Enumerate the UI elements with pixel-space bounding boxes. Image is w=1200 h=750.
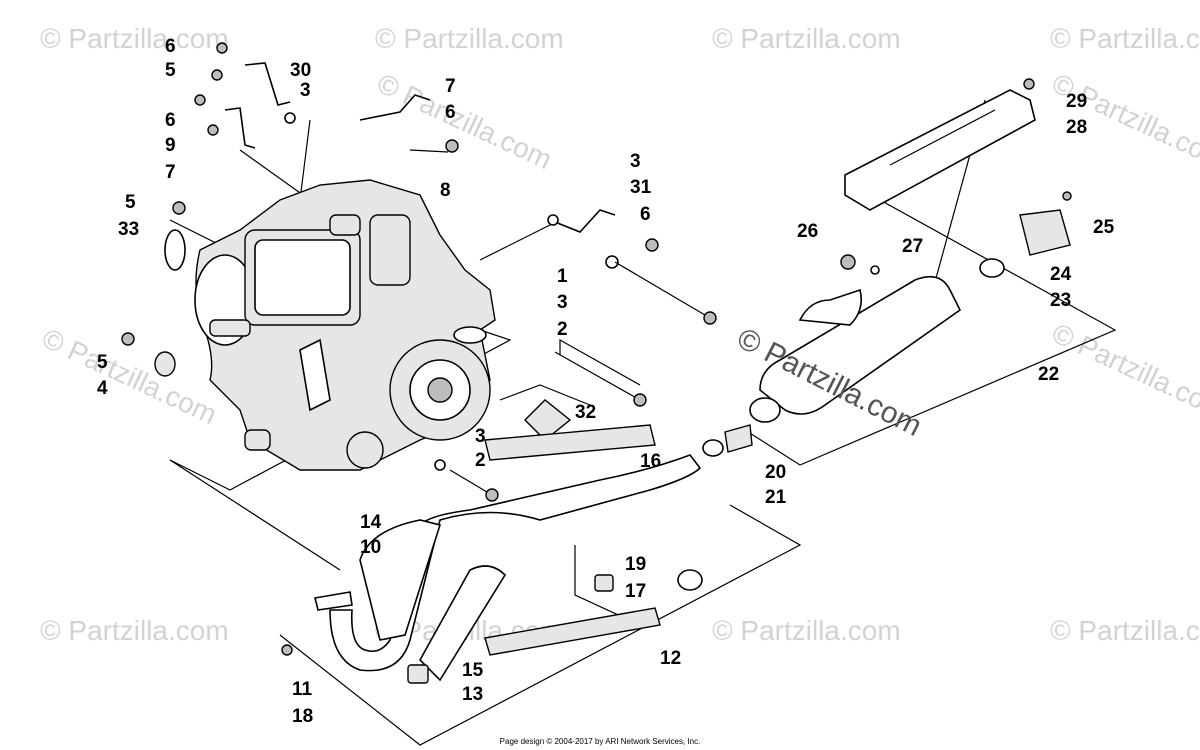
callout-23: 23 <box>1050 290 1071 311</box>
callout-16: 16 <box>640 451 661 472</box>
callout-8: 8 <box>440 180 451 201</box>
callout-3: 3 <box>300 80 311 101</box>
callout-26: 26 <box>797 221 818 242</box>
callout-6: 6 <box>445 102 456 123</box>
watermark: © Partzilla.com <box>712 23 901 54</box>
callout-3: 3 <box>630 151 641 172</box>
watermark: © Partzilla.com <box>1047 317 1200 425</box>
callout-6: 6 <box>165 110 176 131</box>
callout-7: 7 <box>165 162 176 183</box>
callout-6: 6 <box>165 36 176 57</box>
callout-14: 14 <box>360 512 382 533</box>
bracket-group <box>121 42 717 502</box>
callout-33: 33 <box>118 219 139 240</box>
callout-13: 13 <box>462 684 483 705</box>
callout-30: 30 <box>290 60 311 81</box>
callout-17: 17 <box>625 581 646 602</box>
engine-assembly <box>194 179 496 471</box>
callout-labels: 6 5 30 3 7 6 6 9 7 8 5 33 3 31 6 1 3 2 5… <box>97 36 1115 727</box>
muffler-assembly <box>749 78 1072 423</box>
callout-5: 5 <box>97 352 108 373</box>
callout-2: 2 <box>475 450 486 471</box>
callout-5: 5 <box>165 60 176 81</box>
callout-28: 28 <box>1066 117 1087 138</box>
watermark: © Partzilla.com <box>375 23 564 54</box>
callout-29: 29 <box>1066 91 1087 112</box>
watermark: © Partzilla.com <box>372 67 556 175</box>
watermark: © Partzilla.com <box>712 615 901 646</box>
callout-20: 20 <box>765 462 786 483</box>
callout-24: 24 <box>1050 264 1072 285</box>
callout-4: 4 <box>97 378 108 399</box>
callout-2: 2 <box>557 319 568 340</box>
footer-copyright: Page design © 2004-2017 by ARI Network S… <box>500 737 701 746</box>
callout-15: 15 <box>462 660 484 681</box>
callout-7: 7 <box>445 76 456 97</box>
callout-9: 9 <box>165 135 176 156</box>
callout-27: 27 <box>902 236 923 257</box>
callout-31: 31 <box>630 177 652 198</box>
callout-11: 11 <box>292 679 313 700</box>
watermark: © Partzilla.com <box>1050 23 1200 54</box>
callout-10: 10 <box>360 537 381 558</box>
callout-19: 19 <box>625 554 646 575</box>
watermark: © Partzilla.com <box>40 615 229 646</box>
watermark: © Partzilla.com <box>40 23 229 54</box>
exhaust-pipes <box>281 424 753 684</box>
callout-3: 3 <box>475 426 486 447</box>
watermark: © Partzilla.com <box>1050 615 1200 646</box>
callout-25: 25 <box>1093 217 1115 238</box>
callout-18: 18 <box>292 706 313 727</box>
callout-21: 21 <box>765 487 787 508</box>
callout-6: 6 <box>640 204 651 225</box>
callout-1: 1 <box>557 266 568 287</box>
callout-22: 22 <box>1038 364 1059 385</box>
callout-5: 5 <box>125 192 136 213</box>
callout-32: 32 <box>575 402 596 423</box>
callout-12: 12 <box>660 648 681 669</box>
callout-3: 3 <box>557 292 568 313</box>
